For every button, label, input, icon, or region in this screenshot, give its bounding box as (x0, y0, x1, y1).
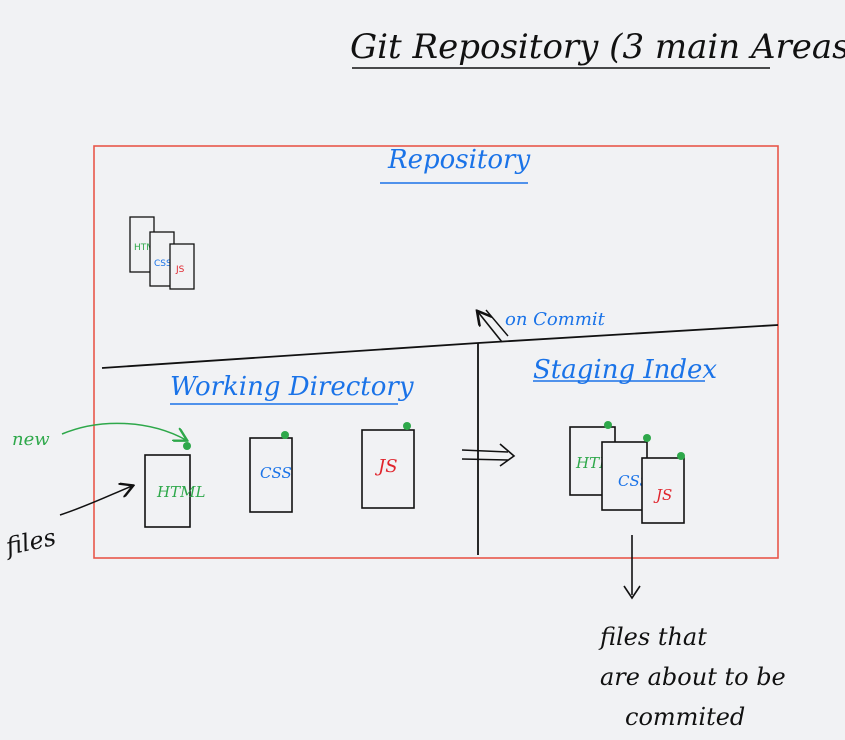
files-arrow (59, 486, 132, 516)
stage-arrow (461, 443, 516, 467)
new-label: new (12, 429, 50, 450)
repo-file-js (169, 243, 195, 290)
repo-file-js-label: JS (175, 265, 185, 275)
on-commit-arrow-second-stroke (485, 309, 509, 337)
working-directory-label: Working Directory (170, 372, 414, 402)
staging-file-js: JS (641, 452, 685, 524)
about-to-commit-line-3: commited (625, 703, 745, 731)
about-to-commit-line-2: are about to be (600, 663, 786, 691)
wd-file-html: HTML (144, 442, 205, 528)
staging-file-js-dot (677, 452, 685, 460)
new-arrow (61, 422, 186, 440)
repo-file-css-label: CSS (154, 259, 172, 269)
wd-file-js-box (361, 429, 415, 509)
wd-file-css-box (249, 437, 293, 513)
staging-file-js-box (641, 457, 685, 524)
divider-horizontal-right (477, 324, 779, 344)
on-commit-label: on Commit (505, 309, 606, 330)
wd-file-css: CSS (249, 431, 293, 513)
wd-file-js-label: JS (374, 456, 398, 477)
diagram-title: Git Repository (3 main Areas) (350, 27, 845, 67)
repo-file-stack: HTML CSS JS (129, 216, 195, 290)
repo-file-html-label: HTML (134, 243, 159, 253)
wd-file-html-label: HTML (156, 483, 205, 501)
staging-file-js-label: JS (653, 486, 672, 504)
repository-frame (93, 145, 779, 559)
on-commit-arrow (478, 312, 503, 343)
about-to-commit-arrowhead (623, 585, 641, 600)
staging-file-css-box (601, 441, 648, 511)
wd-file-js: JS (361, 422, 415, 509)
wd-file-js-dot (403, 422, 411, 430)
repository-label: Repository (387, 145, 530, 175)
wd-file-html-box (144, 454, 191, 528)
wd-file-css-label: CSS (260, 464, 292, 482)
divider-horizontal-left (101, 342, 479, 369)
staging-index-label: Staging Index (533, 355, 717, 385)
staging-file-html-dot (604, 421, 612, 429)
files-label: files (1, 523, 58, 561)
wd-file-html-dot (183, 442, 191, 450)
wd-file-css-dot (281, 431, 289, 439)
staging-file-css-dot (643, 434, 651, 442)
about-to-commit-line-1: files that (598, 623, 707, 651)
